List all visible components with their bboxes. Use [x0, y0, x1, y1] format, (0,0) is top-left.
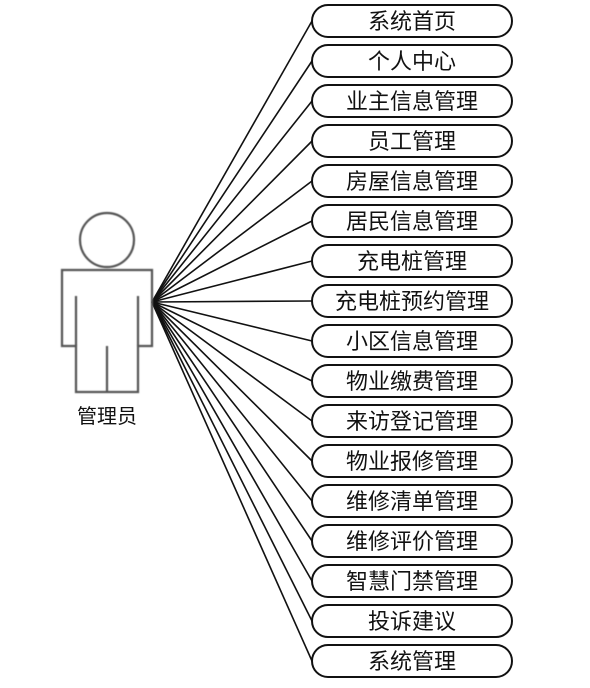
- connector-line: [151, 220, 313, 303]
- use-case-oval: [311, 204, 513, 238]
- use-case-oval: [311, 564, 513, 598]
- use-case-label: 个人中心: [368, 50, 456, 75]
- use-case-item: 维修评价管理: [311, 524, 513, 558]
- use-case-oval: [311, 244, 513, 278]
- use-case-oval: [311, 644, 513, 678]
- use-case-item: 房屋信息管理: [311, 164, 513, 198]
- connector-line: [151, 301, 313, 422]
- use-case-item: 智慧门禁管理: [311, 564, 513, 598]
- connector-line: [151, 300, 313, 303]
- use-case-item: 个人中心: [311, 44, 513, 78]
- connector-line: [151, 301, 313, 342]
- connector-line: [151, 301, 313, 382]
- use-case-item: 物业缴费管理: [311, 364, 513, 398]
- use-case-oval: [311, 484, 513, 518]
- use-case-item: 物业报修管理: [311, 444, 513, 478]
- connector-line: [151, 100, 313, 303]
- use-case-item: 充电桩管理: [311, 244, 513, 278]
- use-case-label: 充电桩管理: [357, 250, 467, 275]
- use-case-list: 系统首页个人中心业主信息管理员工管理房屋信息管理居民信息管理充电桩管理充电桩预约…: [311, 4, 513, 678]
- use-case-oval: [311, 604, 513, 638]
- connector-line: [151, 60, 313, 303]
- connector-line: [151, 301, 313, 582]
- use-case-label: 投诉建议: [368, 610, 456, 635]
- use-case-label: 业主信息管理: [346, 90, 478, 115]
- use-case-label: 维修评价管理: [346, 530, 478, 555]
- actor-label: 管理员: [77, 404, 137, 428]
- use-case-oval: [311, 44, 513, 78]
- connector-line: [151, 301, 313, 662]
- actor-body: [60, 268, 154, 394]
- connector-line: [151, 20, 313, 303]
- connector-line: [151, 180, 313, 303]
- use-case-label: 来访登记管理: [346, 410, 478, 435]
- use-case-label: 系统首页: [368, 10, 456, 35]
- connector-line: [151, 140, 313, 303]
- use-case-item: 维修清单管理: [311, 484, 513, 518]
- use-case-oval: [311, 4, 513, 38]
- use-case-oval: [311, 324, 513, 358]
- use-case-label: 物业缴费管理: [346, 370, 478, 395]
- connector-line: [151, 301, 313, 502]
- use-case-item: 系统首页: [311, 4, 513, 38]
- use-case-oval: [311, 364, 513, 398]
- use-case-item: 投诉建议: [311, 604, 513, 638]
- use-case-item: 居民信息管理: [311, 204, 513, 238]
- use-case-label: 小区信息管理: [346, 330, 478, 355]
- use-case-label: 系统管理: [368, 650, 456, 675]
- use-case-label: 维修清单管理: [346, 490, 478, 515]
- connector-line: [151, 301, 313, 622]
- use-case-label: 房屋信息管理: [346, 170, 478, 195]
- use-case-oval: [311, 164, 513, 198]
- use-case-oval: [311, 404, 513, 438]
- use-case-item: 员工管理: [311, 124, 513, 158]
- actor-figure: [60, 211, 154, 394]
- use-case-label: 充电桩预约管理: [335, 290, 489, 315]
- connector-line: [151, 301, 313, 542]
- use-case-item: 系统管理: [311, 644, 513, 678]
- actor-head: [78, 211, 136, 269]
- use-case-oval: [311, 124, 513, 158]
- connector-line: [151, 301, 313, 462]
- use-case-label: 物业报修管理: [346, 450, 478, 475]
- use-case-oval: [311, 84, 513, 118]
- use-case-label: 员工管理: [368, 130, 456, 155]
- connector-lines: [151, 20, 313, 662]
- use-case-label: 智慧门禁管理: [346, 570, 478, 595]
- use-case-oval: [311, 284, 513, 318]
- use-case-oval: [311, 524, 513, 558]
- use-case-item: 来访登记管理: [311, 404, 513, 438]
- use-case-item: 充电桩预约管理: [311, 284, 513, 318]
- use-case-label: 居民信息管理: [346, 210, 478, 235]
- use-case-oval: [311, 444, 513, 478]
- connector-line: [151, 260, 313, 303]
- use-case-item: 小区信息管理: [311, 324, 513, 358]
- use-case-item: 业主信息管理: [311, 84, 513, 118]
